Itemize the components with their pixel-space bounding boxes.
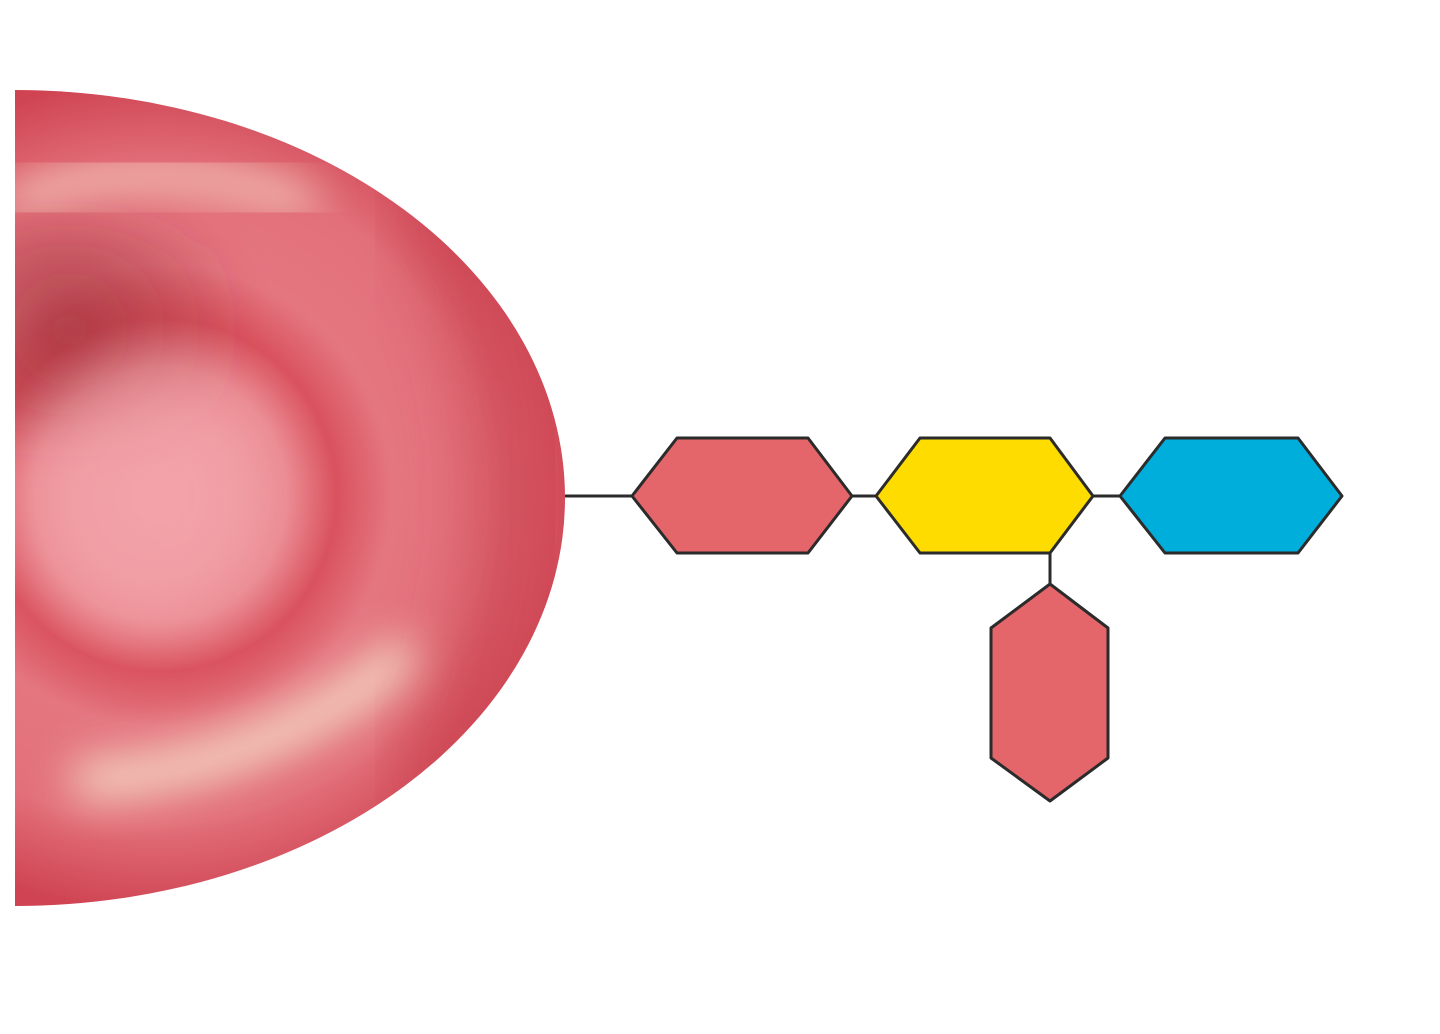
sugar-hexagon-yellow [874, 436, 1095, 555]
sugar-hexagon-red-branch [989, 582, 1110, 803]
glycosidic-bonds [565, 494, 1120, 584]
oligosaccharide-chain [630, 436, 1344, 803]
red-blood-cell [15, 90, 565, 906]
sugar-hexagon-red [630, 436, 854, 555]
sugar-hexagon-blue [1118, 436, 1344, 555]
